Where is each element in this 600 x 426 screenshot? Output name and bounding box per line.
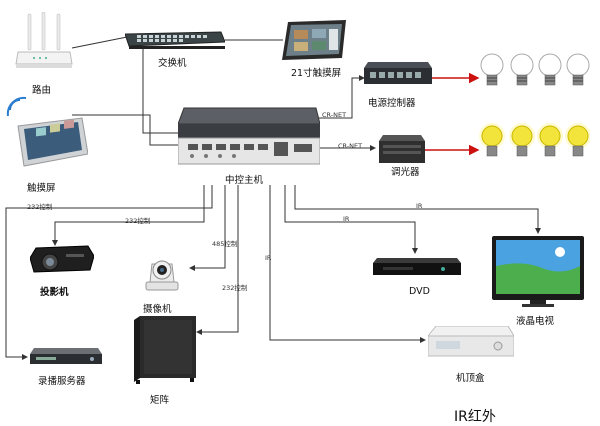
recorder-label: 录播服务器 xyxy=(38,376,86,387)
router-label: 路由 xyxy=(32,85,52,96)
lcd-tv-icon xyxy=(492,236,584,307)
central-host-icon xyxy=(178,107,320,165)
bulbs-off-group xyxy=(480,53,590,86)
host-stb-link xyxy=(269,185,426,343)
edge-label-cr-net-1: CR-NET xyxy=(322,111,347,119)
edge-label-ir-3: IR xyxy=(416,202,423,210)
touch21-label: 21寸触摸屏 xyxy=(291,68,342,79)
camera-label: 摄像机 xyxy=(143,304,172,315)
edge-label-232-c: 232控制 xyxy=(222,284,248,292)
edge-label-232-a: 232控制 xyxy=(27,203,53,211)
edge-label-cr-net-2: CR-NET xyxy=(338,142,363,150)
touch-panel-21-icon xyxy=(282,20,346,60)
camera-icon xyxy=(145,260,179,291)
touchscreen-tablet-icon xyxy=(6,96,88,167)
stb-label: 机顶盒 xyxy=(456,373,485,384)
host-matrix-link xyxy=(196,185,239,335)
switch-host-link xyxy=(142,48,180,134)
edge-label-ir-1: IR xyxy=(265,254,272,262)
projector-icon xyxy=(30,245,94,273)
edge-label-232-b: 232控制 xyxy=(125,217,151,225)
wifi-icon xyxy=(6,96,27,117)
set-top-box-icon xyxy=(428,326,514,357)
dimmer-label: 调光器 xyxy=(391,167,420,178)
dvd-label: DVD xyxy=(409,286,430,297)
host-touchscreen-link xyxy=(72,114,185,146)
host-lcd-link xyxy=(294,185,541,234)
dvd-player-icon xyxy=(373,258,461,275)
lcd-tv-label: 液晶电视 xyxy=(516,316,555,327)
matrix-icon xyxy=(134,316,196,384)
host-recorder-link xyxy=(5,185,213,360)
edge-label-485: 485控制 xyxy=(212,240,238,248)
bulb-off-icon xyxy=(480,53,504,86)
touchscreen-label: 触摸屏 xyxy=(27,183,56,194)
edge-label-ir-2: IR xyxy=(343,215,350,223)
power-controller-icon xyxy=(364,62,432,84)
recorder-server-icon xyxy=(30,348,102,364)
host-camera-link xyxy=(189,185,226,271)
power-controller-label: 电源控制器 xyxy=(368,98,416,109)
footer-label-ir: IR红外 xyxy=(454,409,496,425)
router-icon xyxy=(15,12,73,68)
switch-icon xyxy=(125,31,225,49)
projector-label: 投影机 xyxy=(40,287,69,298)
host-label: 中控主机 xyxy=(225,175,264,186)
matrix-label: 矩阵 xyxy=(150,395,170,406)
switch-label: 交换机 xyxy=(158,58,187,69)
host-projector-link xyxy=(52,185,205,246)
host-power-link xyxy=(318,75,365,119)
dimmer-icon xyxy=(379,135,425,163)
bulb-on-icon xyxy=(479,123,505,157)
bulbs-on-group xyxy=(479,123,590,157)
router-switch-link xyxy=(71,36,128,49)
host-dvd-link xyxy=(284,185,418,254)
